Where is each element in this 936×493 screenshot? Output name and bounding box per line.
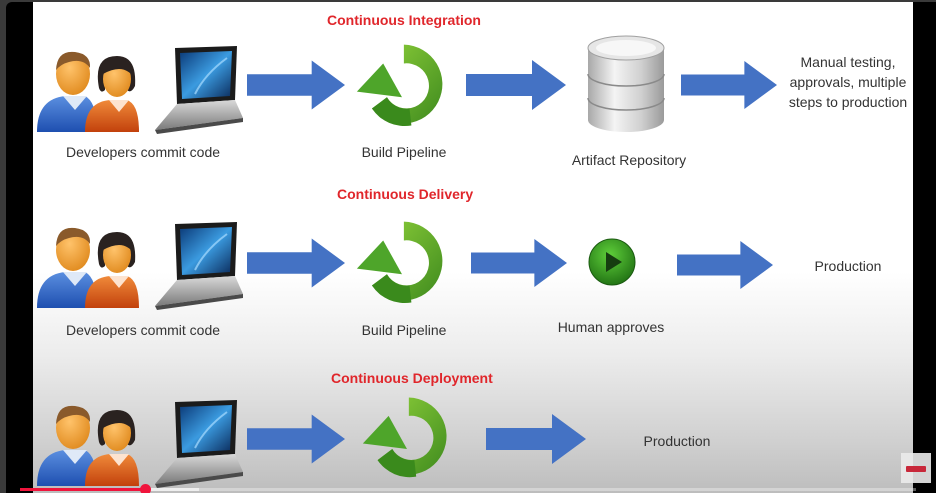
arrow-icon	[471, 414, 601, 464]
step-label: Artifact Repository	[571, 152, 687, 168]
arrow-icon	[677, 240, 773, 290]
step-label: Build Pipeline	[361, 322, 447, 338]
build-pipeline-icon	[355, 39, 449, 133]
arrow-icon	[247, 414, 345, 464]
developers-laptop-icon	[35, 44, 245, 134]
arrow-icon	[247, 60, 345, 110]
step-label: Developers commit code	[65, 322, 221, 338]
developers-laptop-icon	[35, 220, 245, 310]
step-label: Build Pipeline	[361, 144, 447, 160]
build-pipeline-icon	[361, 392, 453, 484]
arrow-icon	[465, 60, 567, 110]
step-label: Developers commit code	[65, 144, 221, 160]
step-label: Production	[814, 258, 882, 274]
step-label: Human approves	[557, 319, 665, 335]
arrow-icon	[471, 238, 567, 288]
developers-laptop-icon	[35, 398, 245, 488]
step-label: Production	[643, 433, 711, 449]
video-progress-bar[interactable]	[20, 484, 916, 493]
play-button-icon	[587, 237, 637, 287]
arrow-icon	[247, 238, 345, 288]
channel-logo-icon[interactable]	[901, 453, 931, 483]
arrow-icon	[681, 60, 777, 110]
step-label: Manual testing, approvals, multiple step…	[788, 54, 908, 110]
progress-scrubber-handle[interactable]	[140, 484, 152, 493]
section-title-cdeploy: Continuous Deployment	[331, 370, 493, 386]
build-pipeline-icon	[355, 216, 449, 310]
slide: Continuous Integration Developers commit…	[33, 2, 913, 493]
section-title-ci: Continuous Integration	[327, 12, 481, 28]
database-icon	[586, 34, 666, 134]
video-player[interactable]: Continuous Integration Developers commit…	[6, 2, 936, 493]
section-title-cd: Continuous Delivery	[337, 186, 474, 202]
progress-played	[20, 488, 146, 491]
